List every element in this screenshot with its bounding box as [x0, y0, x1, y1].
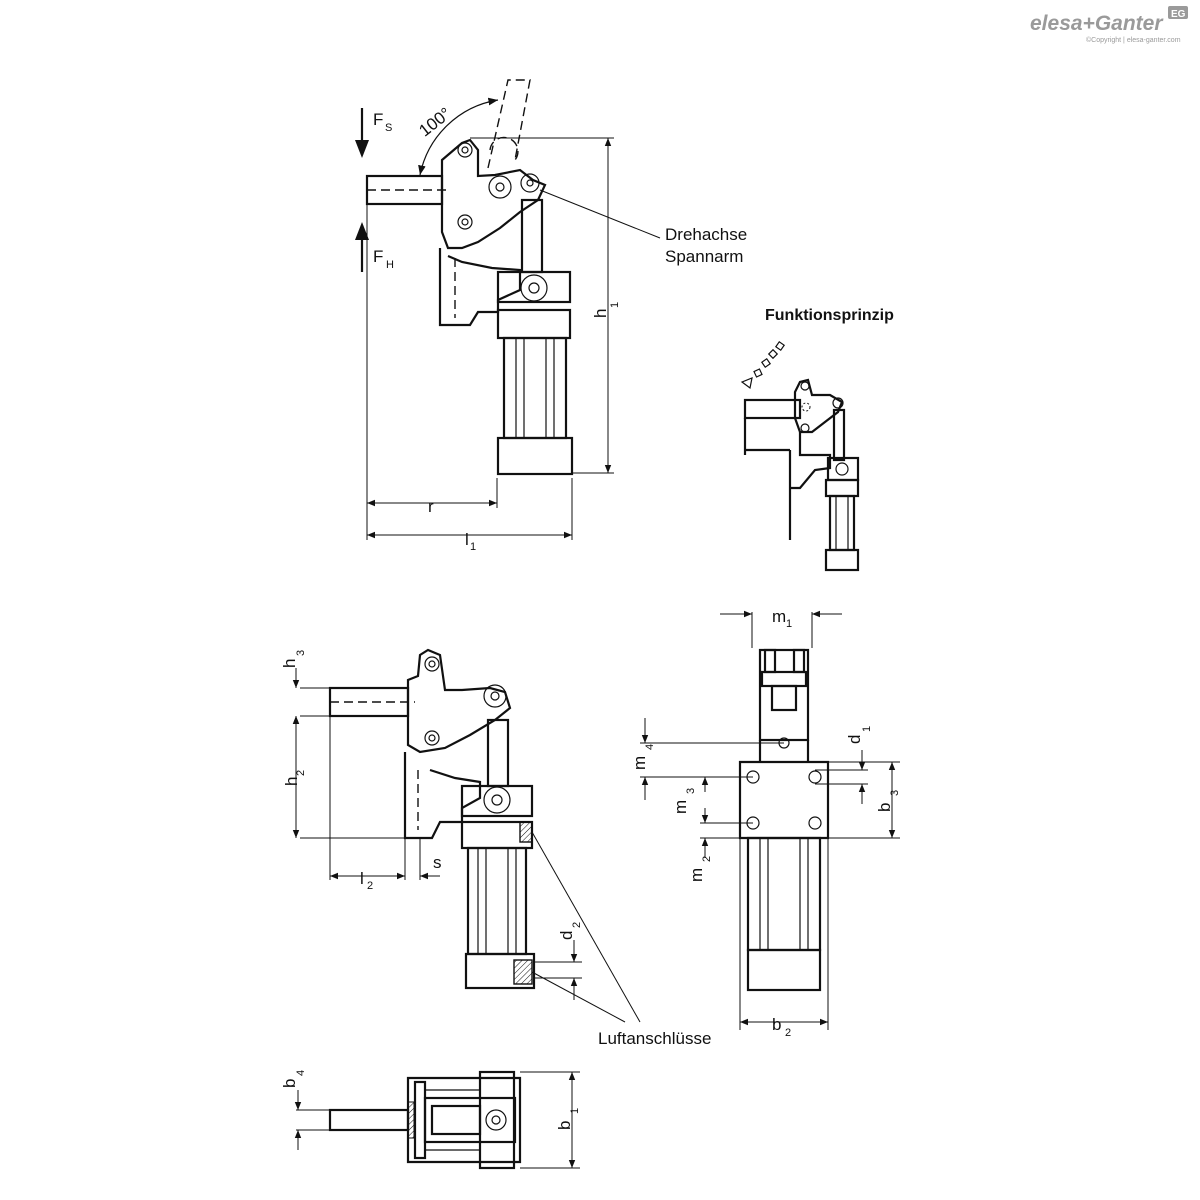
svg-text:1: 1 [861, 726, 873, 732]
dim-b2: b [772, 1015, 781, 1034]
svg-text:3: 3 [295, 650, 307, 656]
angle-label: 100° [415, 104, 454, 141]
dim-m1: m [772, 607, 786, 626]
principle-title: Funktionsprinzip [765, 307, 894, 324]
svg-text:1: 1 [470, 541, 476, 553]
dim-b1: b [555, 1121, 574, 1130]
force-s-label: F [373, 110, 383, 129]
svg-text:S: S [385, 122, 392, 134]
svg-text:2: 2 [571, 922, 583, 928]
dim-r: r [428, 497, 434, 516]
svg-text:4: 4 [644, 744, 656, 750]
air-ports-label: Luftanschlüsse [598, 1029, 711, 1048]
dim-d1: d [845, 735, 864, 744]
svg-text:3: 3 [889, 790, 901, 796]
svg-text:3: 3 [685, 788, 697, 794]
svg-text:1: 1 [786, 618, 792, 630]
top-view: b 4 b 1 [280, 1070, 581, 1170]
dim-l1: l [465, 530, 469, 549]
svg-text:2: 2 [785, 1027, 791, 1039]
svg-text:4: 4 [295, 1070, 307, 1076]
dim-b4: b [280, 1079, 299, 1088]
brand-logo: elesa+Ganter EG ©Copyright | elesa-gante… [1030, 6, 1188, 44]
svg-text:1: 1 [569, 1108, 581, 1114]
brand-badge: EG [1171, 9, 1186, 20]
side-view-main: 100° Drehachse Spannarm F S F [355, 79, 747, 553]
dim-h3: h [280, 659, 299, 668]
svg-text:2: 2 [701, 856, 713, 862]
dim-d2: d [557, 931, 576, 940]
force-h-label: F [373, 247, 383, 266]
brand-name: elesa+Ganter [1030, 12, 1164, 35]
svg-text:1: 1 [609, 302, 621, 308]
function-principle-view: Funktionsprinzip [740, 307, 894, 572]
dim-s: s [433, 853, 442, 872]
svg-text:2: 2 [295, 770, 307, 776]
dim-m2: m [687, 868, 706, 882]
copyright-text: ©Copyright | elesa-ganter.com [1086, 36, 1181, 44]
pivot-label-line2: Spannarm [665, 247, 743, 266]
svg-text:H: H [386, 259, 394, 271]
pivot-label-line1: Drehachse [665, 225, 747, 244]
dim-b3: b [875, 803, 894, 812]
dim-m3: m [671, 800, 690, 814]
force-fs-arrow: F S [355, 108, 392, 158]
svg-text:2: 2 [367, 880, 373, 892]
force-fh-arrow: F H [355, 222, 394, 272]
dim-m4: m [630, 756, 649, 770]
side-view-dimensions: h 3 h 2 l 2 s d 2 Luftanschlüsse [280, 648, 711, 1048]
dim-h1: h [591, 309, 610, 318]
dim-l2: l [360, 869, 364, 888]
front-view: m 1 m 4 m 3 m 2 d 1 b 3 [630, 607, 901, 1039]
dim-h2: h [282, 777, 301, 786]
